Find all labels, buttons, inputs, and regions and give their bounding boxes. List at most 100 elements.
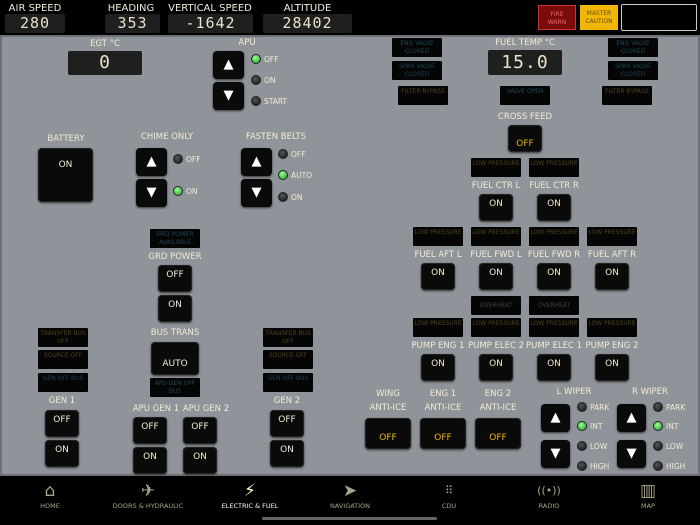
- l-wiper-low-text: LOW: [590, 442, 608, 451]
- cross-feed-button[interactable]: OFF: [508, 125, 542, 152]
- nav-map[interactable]: ▥MAP: [603, 480, 693, 510]
- nav-home[interactable]: ⌂HOME: [5, 480, 95, 510]
- elec1-overheat: OVERHEAT: [529, 296, 579, 315]
- egt-label: EGT °C: [90, 39, 120, 49]
- nav-cdu[interactable]: ⠿CDU: [404, 480, 494, 510]
- pump-elec2-label: PUMP ELEC 2: [467, 341, 525, 351]
- eng-valve-closed-right: ENG VALVE CLOSED: [608, 38, 658, 57]
- chime-down-button[interactable]: ▼: [136, 179, 167, 207]
- battery-label: BATTERY: [47, 134, 85, 144]
- lightning-icon: ⚡: [244, 481, 256, 501]
- gen1-off-button[interactable]: OFF: [45, 410, 79, 437]
- nav-radio[interactable]: ((•))RADIO: [504, 480, 594, 510]
- eng2-anti-ice-button[interactable]: OFF: [475, 418, 521, 449]
- pump-eng1-button[interactable]: ON: [421, 354, 455, 381]
- ctr-r-low-pressure: LOW PRESSURE: [529, 158, 579, 177]
- fwd-r-low-pressure: LOW PRESSURE: [529, 227, 579, 246]
- navigation-arrow-icon: ➤: [342, 481, 358, 501]
- apu-up-button[interactable]: ▲: [213, 51, 244, 79]
- r-wiper-park-light: [653, 402, 663, 412]
- nav-electric-label: ELECTRIC & FUEL: [221, 502, 279, 510]
- chime-up-button[interactable]: ▲: [136, 148, 167, 176]
- belts-label: FASTEN BELTS: [245, 132, 307, 142]
- eng1-low-pressure: LOW PRESSURE: [413, 318, 463, 337]
- grd-power-on-button[interactable]: ON: [158, 295, 192, 322]
- l-wiper-up-button[interactable]: ▲: [541, 404, 570, 432]
- fuel-aft-r-button[interactable]: ON: [595, 263, 629, 290]
- spar-valve-closed-right: SPAR VALVE CLOSED: [608, 61, 658, 80]
- r-wiper-up-button[interactable]: ▲: [617, 404, 646, 432]
- bus-trans-label: BUS TRANS: [150, 328, 200, 338]
- r-wiper-park-text: PARK: [666, 403, 686, 412]
- gen2-on-button[interactable]: ON: [270, 440, 304, 467]
- l-wiper-park-light: [577, 402, 587, 412]
- fire-warn-button[interactable]: FIRE WARN: [538, 5, 576, 30]
- nav-navigation[interactable]: ➤NAVIGATION: [305, 480, 395, 510]
- belts-off-light: [278, 149, 288, 159]
- gen1-transfer-bus-off-annunciator: TRANSFER BUS OFF: [38, 328, 88, 347]
- egt-display: 0: [68, 51, 142, 75]
- apu-gen2-off-button[interactable]: OFF: [183, 417, 217, 444]
- pump-elec1-button[interactable]: ON: [537, 354, 571, 381]
- chime-off-light: [173, 154, 183, 164]
- nav-doors-hydraulic[interactable]: ✈DOORS & HYDRAULIC: [103, 480, 193, 510]
- chime-on-light: [173, 186, 183, 196]
- chime-on-text: ON: [186, 187, 198, 196]
- pump-elec2-button[interactable]: ON: [479, 354, 513, 381]
- nav-radio-label: RADIO: [538, 502, 560, 510]
- r-wiper-high-text: HIGH: [666, 462, 686, 471]
- r-wiper-label: R WIPER: [632, 387, 668, 397]
- r-wiper-int-text: INT: [666, 422, 679, 431]
- eng2-anti-ice-label-2: ANTI-ICE: [479, 403, 517, 413]
- gen2-off-button[interactable]: OFF: [270, 410, 304, 437]
- belts-down-button[interactable]: ▼: [241, 179, 272, 207]
- fuel-aft-l-button[interactable]: ON: [421, 263, 455, 290]
- belts-auto-text: AUTO: [291, 171, 313, 180]
- nav-doors-label: DOORS & HYDRAULIC: [112, 502, 184, 510]
- eng2-anti-ice-label-1: ENG 2: [484, 389, 512, 399]
- belts-on-text: ON: [291, 193, 303, 202]
- eng1-anti-ice-label-2: ANTI-ICE: [424, 403, 462, 413]
- belts-up-button[interactable]: ▲: [241, 148, 272, 176]
- apu-gen-off-bus-annunciator: APU GEN OFF BUS: [150, 378, 200, 397]
- home-indicator[interactable]: [262, 517, 437, 520]
- apu-gen1-on-button[interactable]: ON: [133, 447, 167, 474]
- fuel-ctr-r-button[interactable]: ON: [537, 194, 571, 221]
- cross-feed-label: CROSS FEED: [497, 112, 553, 122]
- fuel-ctr-l-button[interactable]: ON: [479, 194, 513, 221]
- belts-off-text: OFF: [291, 150, 306, 159]
- battery-button[interactable]: ON: [38, 148, 93, 202]
- pump-eng2-button[interactable]: ON: [595, 354, 629, 381]
- apu-gen2-on-button[interactable]: ON: [183, 447, 217, 474]
- eng1-anti-ice-button[interactable]: OFF: [420, 418, 466, 449]
- gen2-transfer-bus-off-annunciator: TRANSFER BUS OFF: [263, 328, 313, 347]
- r-wiper-low-text: LOW: [666, 442, 684, 451]
- apu-gen1-off-button[interactable]: OFF: [133, 417, 167, 444]
- map-icon: ▥: [639, 481, 657, 501]
- l-wiper-label: L WIPER: [556, 387, 592, 397]
- pump-eng1-label: PUMP ENG 1: [411, 341, 465, 351]
- apu-down-button[interactable]: ▼: [213, 82, 244, 110]
- wing-anti-ice-button[interactable]: OFF: [365, 418, 411, 449]
- fuel-aft-l-label: FUEL AFT L: [414, 250, 462, 260]
- grd-power-off-button[interactable]: OFF: [158, 265, 192, 292]
- fuel-fwd-l-button[interactable]: ON: [479, 263, 513, 290]
- eng1-anti-ice-label-1: ENG 1: [429, 389, 457, 399]
- r-wiper-low-light: [653, 441, 663, 451]
- bus-trans-button[interactable]: AUTO: [151, 342, 199, 375]
- gen2-gen-off-bus-annunciator: GEN OFF BUS: [263, 373, 313, 392]
- nav-electric-fuel[interactable]: ⚡ELECTRIC & FUEL: [205, 480, 295, 510]
- r-wiper-down-button[interactable]: ▼: [617, 440, 646, 468]
- valve-open-annunciator: VALVE OPEN: [500, 86, 550, 105]
- l-wiper-int-light: [577, 421, 587, 431]
- elec2-low-pressure: LOW PRESSURE: [471, 318, 521, 337]
- spar-valve-closed-left: SPAR VALVE CLOSED: [392, 61, 442, 80]
- gen1-on-button[interactable]: ON: [45, 440, 79, 467]
- fuel-fwd-r-button[interactable]: ON: [537, 263, 571, 290]
- nav-home-label: HOME: [40, 502, 60, 510]
- r-wiper-int-light: [653, 421, 663, 431]
- l-wiper-down-button[interactable]: ▼: [541, 440, 570, 468]
- pump-eng2-label: PUMP ENG 2: [585, 341, 639, 351]
- apu-gen1-label: APU GEN 1: [132, 404, 180, 414]
- master-caution-button[interactable]: MASTER CAUTION: [580, 5, 618, 30]
